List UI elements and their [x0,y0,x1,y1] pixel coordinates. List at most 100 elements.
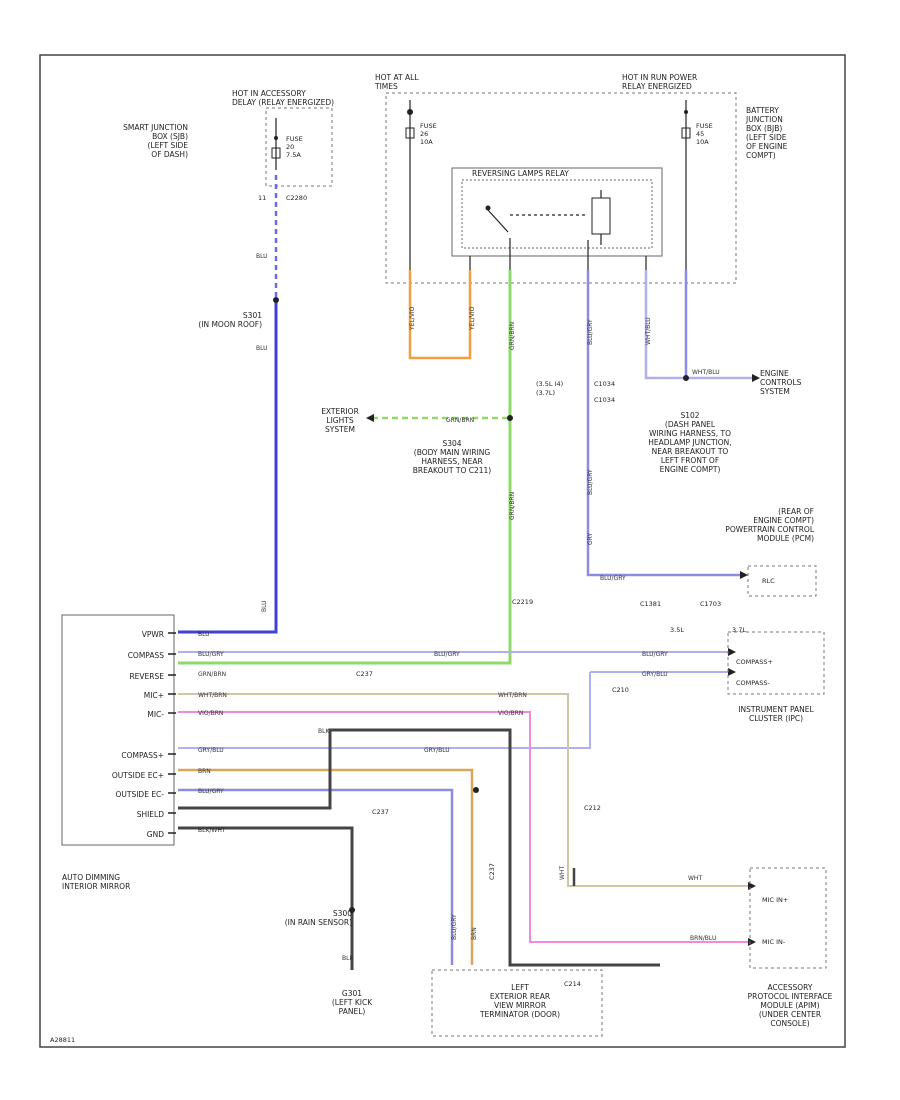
reversing-relay-box [451,167,663,257]
wire-blu-ec [178,788,454,965]
wire-label-yel-vio: YEL/VIO [409,306,416,331]
dest-apim-pin2: MIC IN- [762,938,786,946]
conn-c1034: C1034 [594,396,615,404]
arrow-icon [728,668,736,676]
wire-label-brn: BRN [471,927,478,940]
mirror-pin-label: MIC+ [144,691,164,700]
wire-label-blu: BLU [256,345,268,352]
page-code: A28811 [50,1036,75,1044]
wire-label-blu-gry: BLU/GRY [587,469,594,495]
wire-blu-gry [586,270,740,577]
apim-box [749,867,827,969]
splice-node [473,787,479,793]
wire-label-blk: BLK [342,955,354,962]
wire-label-blk: BLK [318,728,330,735]
arrow-icon [748,882,756,890]
relay-contact-icon [485,205,491,211]
wire-label-brn-blu: BRN/BLU [690,935,716,942]
wire-label-blu-gry: BLU/GRY [451,914,458,940]
wire-wht-blu [644,270,752,380]
arrow-icon [752,374,760,382]
relay-coil-icon [591,197,611,235]
wire-label-gry-blu: GRY/BLU [424,747,450,754]
note-3-7l: 3.7L [732,626,746,634]
conn-c1034-note: (3.5L I4)(3.7L) [536,380,563,397]
conn-c214: C214 [564,980,581,988]
dest-pcm-pin: RLC [762,577,775,585]
wire-label-wht-brn: WHT/BRN [198,692,227,699]
wire-label-gry-blu: GRY/BLU [642,671,668,678]
wire-label-brn: BRN [198,768,211,775]
wire-vio-grn [178,711,748,943]
wire-label-blu-gry: BLU/GRY [600,575,626,582]
mirror-pin-label: OUTSIDE EC- [115,790,164,799]
mirror-pin-label: COMPASS+ [121,751,164,760]
arrow-icon [740,571,748,579]
splice-node [349,907,355,913]
wire-label-vio-grn: VIO/BRN [498,710,523,717]
wire-label-gry-blu: GRY/BLU [198,747,224,754]
wire-label-blu: BLU [256,253,268,260]
reversing-relay-inner [461,179,653,249]
fuse2-node [684,110,688,114]
wire-label-blu-gry: BLU/GRY [434,651,460,658]
interior-mirror: VPWRCOMPASSREVERSEMIC+MIC-COMPASS+OUTSID… [61,614,176,891]
splice-node [273,297,279,303]
wire-label-blk: BLK/WHT [198,827,226,834]
ipc-box [727,631,825,695]
conn-c237: C237 [372,808,389,816]
wire-label-blu-gry: BLU/GRY [642,651,668,658]
dest-ipc-pin1: COMPASS+ [736,658,773,666]
mirror-pin-label: OUTSIDE EC+ [112,771,164,780]
label-group: BLU S301(IN MOON ROOF) BLU YEL/VIO YEL/VIO GR… [198,253,833,1028]
arrow-icon [366,414,374,422]
mirror-pin-label: VPWR [142,630,164,639]
wire-yel-vio [408,270,472,360]
splice-s301: S301(IN MOON ROOF) [198,311,262,329]
conn-c237-v: C237 [488,863,496,880]
sjb-box [265,107,333,187]
wire-wht-brn [178,693,748,887]
dest-ipc-pin2: COMPASS- [736,679,770,687]
dest-apim-pin1: MIC IN+ [762,896,788,904]
splice-node [407,109,413,115]
wire-grn-brn [178,270,512,665]
sjb-fuse-node [274,136,278,140]
splice-node [507,415,513,421]
wire-label-blu-gry: BLU/GRY [587,319,594,345]
wire-label-grn-brn: GRN/BRN [446,417,474,424]
mirror-pin-label: REVERSE [129,672,164,681]
wire-blu-main [178,300,278,634]
mirror-pin-list: VPWRCOMPASSREVERSEMIC+MIC-COMPASS+OUTSID… [112,630,176,839]
arrow-icon [748,938,756,946]
wire-brn [178,768,474,965]
pcm-box [747,565,817,597]
conn-c210: C210 [612,686,629,694]
mirror-pin-label: COMPASS [128,651,165,660]
wire-gnd [178,826,354,970]
arrow-icon [728,648,736,656]
wire-label-yel-vio: YEL/VIO [469,306,476,331]
wire-label-wht: WHT [559,866,566,880]
diagram-frame [39,54,846,1048]
note-3-5l: 3.5L [670,626,684,634]
wire-label-gry: GRY [587,533,594,545]
mirror-box [61,614,175,846]
mirror-pin-label: GND [147,830,164,839]
fuse-symbol-icon [681,127,691,139]
